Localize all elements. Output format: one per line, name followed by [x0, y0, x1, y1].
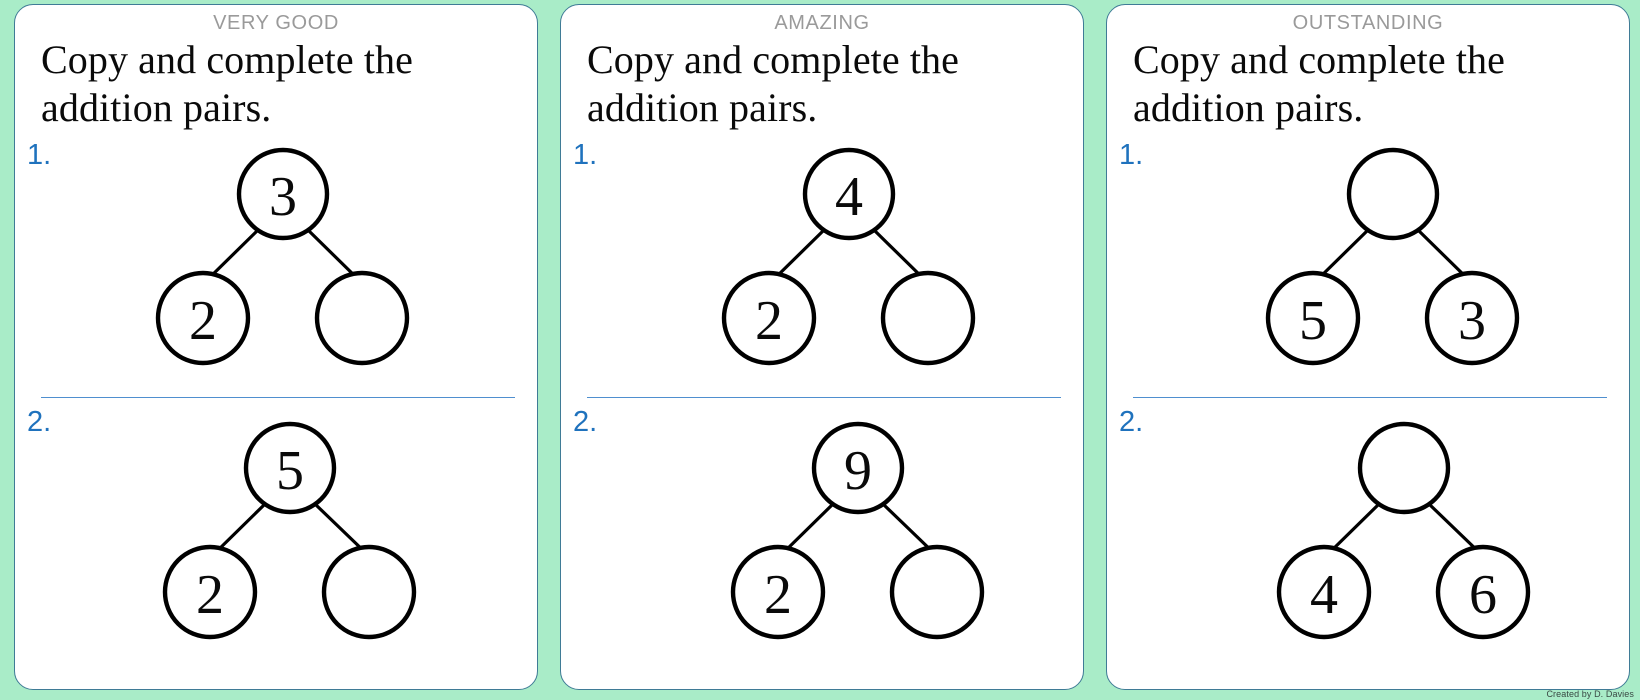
problem-item: 1. 3 2 — [15, 135, 537, 397]
problem-item: 2. 9 2 — [573, 396, 1061, 656]
bond-circle-top[interactable] — [243, 421, 337, 514]
bond-circle-left[interactable] — [1265, 270, 1361, 365]
worksheet-card-outstanding: OUTSTANDING Copy and complete the additi… — [1106, 4, 1630, 690]
bond-circle-top[interactable] — [802, 147, 896, 240]
bond-circle-left[interactable] — [730, 544, 826, 639]
problem-number-label: 1. — [573, 138, 598, 171]
number-bond-diagram: 9 2 — [587, 398, 1061, 656]
bond-circle-right[interactable] — [314, 270, 410, 365]
bond-value-top: 9 — [844, 440, 872, 502]
bond-circle-left[interactable] — [155, 270, 251, 365]
bond-circle-left[interactable] — [162, 544, 258, 639]
problem-list: 1. 5 3 2. — [1107, 135, 1629, 656]
bond-value-left: 2 — [196, 564, 224, 626]
bond-circle-top[interactable] — [236, 147, 330, 240]
bond-value-left: 2 — [189, 290, 217, 352]
bond-circle-left[interactable] — [1276, 544, 1372, 639]
bond-value-top: 4 — [835, 166, 863, 228]
number-bond-diagram: 4 6 — [1133, 398, 1607, 656]
card-rank-badge: VERY GOOD — [213, 12, 339, 34]
worksheet-card-amazing: AMAZING Copy and complete the addition p… — [560, 4, 1084, 690]
bond-circle-right[interactable] — [321, 544, 417, 639]
bond-value-top: 3 — [269, 166, 297, 228]
problem-number-label: 2. — [27, 405, 52, 438]
bond-value-left: 4 — [1310, 564, 1338, 626]
bond-circle-right[interactable] — [1435, 544, 1531, 639]
problem-list: 1. 3 2 2. — [15, 135, 537, 656]
card-title: Copy and complete the addition pairs. — [587, 37, 960, 131]
credit-text: Created by D. Davies — [1546, 689, 1634, 699]
problem-number-label: 1. — [27, 138, 52, 171]
problem-number-label: 2. — [1119, 405, 1144, 438]
bond-value-top: 5 — [276, 440, 304, 502]
bond-circle-left[interactable] — [721, 270, 817, 365]
number-bond-diagram: 5 2 — [41, 398, 515, 656]
problem-number-label: 1. — [1119, 138, 1144, 171]
worksheet-card-very-good: VERY GOOD Copy and complete the addition… — [14, 4, 538, 690]
bond-value-left: 2 — [764, 564, 792, 626]
bond-value-right: 3 — [1458, 290, 1486, 352]
bond-circle-top[interactable] — [811, 421, 905, 514]
problem-number-label: 2. — [573, 405, 598, 438]
number-bond-diagram: 5 3 — [1107, 135, 1629, 397]
problem-item: 1. 4 2 — [561, 135, 1083, 397]
problem-item: 2. 4 6 — [1119, 396, 1607, 656]
bond-circle-top[interactable] — [1346, 147, 1440, 240]
problem-item: 2. 5 2 — [27, 396, 515, 656]
number-bond-diagram: 4 2 — [561, 135, 1083, 397]
card-rank-badge: OUTSTANDING — [1292, 12, 1444, 34]
bond-value-left: 5 — [1299, 290, 1327, 352]
card-title: Copy and complete the addition pairs. — [41, 37, 414, 131]
problem-list: 1. 4 2 2. — [561, 135, 1083, 656]
bond-value-left: 2 — [755, 290, 783, 352]
number-bond-diagram: 3 2 — [15, 135, 537, 397]
bond-circle-right[interactable] — [880, 270, 976, 365]
card-title: Copy and complete the addition pairs. — [1133, 37, 1506, 131]
bond-circle-right[interactable] — [1424, 270, 1520, 365]
card-rank-badge: AMAZING — [774, 12, 870, 34]
bond-value-right: 6 — [1469, 564, 1497, 626]
bond-circle-right[interactable] — [889, 544, 985, 639]
problem-item: 1. 5 3 — [1107, 135, 1629, 397]
bond-circle-top[interactable] — [1357, 421, 1451, 514]
